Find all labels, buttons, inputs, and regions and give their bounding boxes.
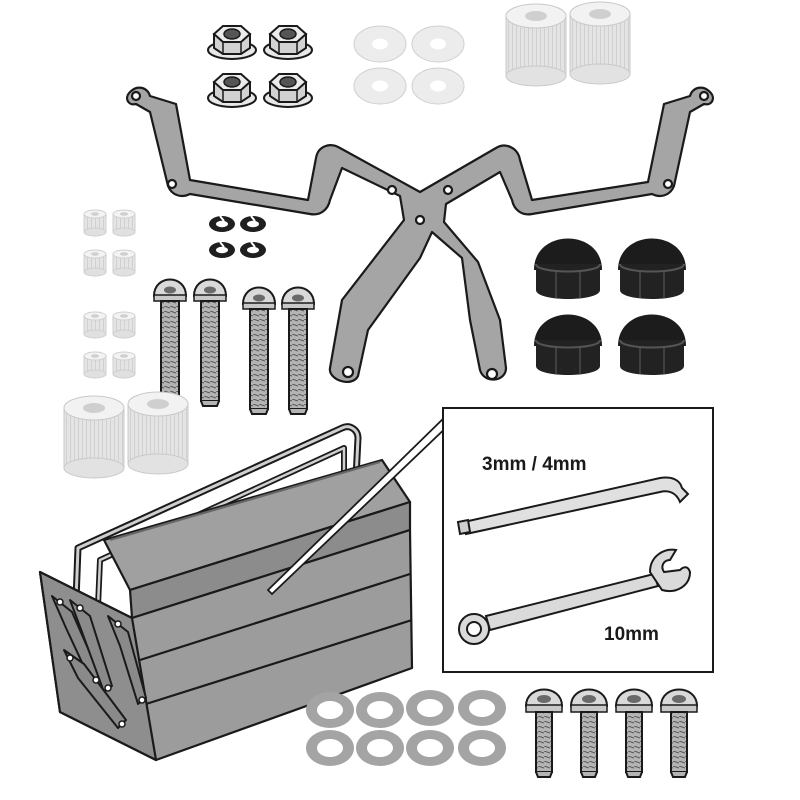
spacer-sleeve-icon xyxy=(83,351,107,379)
rubber-spacer-group-top xyxy=(505,1,631,87)
bracket-icon xyxy=(126,86,714,384)
flat-washer-icon xyxy=(406,690,454,726)
spacer-sleeve-icon xyxy=(112,311,136,339)
bolt-icon xyxy=(193,278,227,407)
cap-nut-icon xyxy=(617,313,687,376)
spring-washer-icon xyxy=(208,215,236,233)
spacer-sleeve-icon xyxy=(83,209,107,237)
hex-key-icon xyxy=(456,476,690,536)
rubber-spacer-icon xyxy=(505,3,567,87)
bolt-icon xyxy=(525,688,563,778)
wrench-size-label: 10mm xyxy=(604,624,659,645)
hex-flange-nut-icon xyxy=(207,73,257,108)
hex-flange-nut-group xyxy=(207,25,313,108)
flat-washer-icon xyxy=(411,67,465,105)
flat-washer-icon xyxy=(458,690,506,726)
hex-key-size-label: 3mm / 4mm xyxy=(482,454,587,475)
long-bolt-group xyxy=(153,278,315,415)
spacer-sleeve-icon xyxy=(112,351,136,379)
bolt-icon xyxy=(660,688,698,778)
hex-flange-nut-icon xyxy=(263,73,313,108)
bolt-icon xyxy=(153,278,187,407)
cap-nut-icon xyxy=(533,313,603,376)
cap-nut-icon xyxy=(533,237,603,300)
flat-washer-icon xyxy=(353,67,407,105)
spacer-sleeve-icon xyxy=(112,249,136,277)
flat-washer-icon xyxy=(353,25,407,63)
flat-washer-icon xyxy=(411,25,465,63)
rubber-spacer-icon xyxy=(569,1,631,85)
spring-washer-group xyxy=(208,215,267,259)
bottom-washer-group xyxy=(306,690,506,766)
cap-nut-group xyxy=(533,237,687,376)
short-bolt-group xyxy=(525,688,698,778)
flat-washer-icon xyxy=(458,730,506,766)
spring-washer-icon xyxy=(208,241,236,259)
spacer-sleeve-icon xyxy=(83,311,107,339)
spacer-sleeve-icon xyxy=(112,209,136,237)
flat-washer-icon xyxy=(356,730,404,766)
rubber-spacer-group-left xyxy=(63,391,189,479)
combination-wrench-icon xyxy=(458,548,692,645)
spring-washer-icon xyxy=(239,215,267,233)
bolt-icon xyxy=(242,286,276,415)
spring-washer-icon xyxy=(239,241,267,259)
flat-washer-icon xyxy=(406,730,454,766)
bolt-icon xyxy=(615,688,653,778)
bolt-icon xyxy=(281,286,315,415)
rubber-spacer-icon xyxy=(127,391,189,475)
spacer-sleeve-icon xyxy=(83,249,107,277)
bolt-icon xyxy=(570,688,608,778)
rubber-spacer-icon xyxy=(63,395,125,479)
cap-nut-icon xyxy=(617,237,687,300)
flat-washer-icon xyxy=(306,730,354,766)
hex-flange-nut-icon xyxy=(263,25,313,60)
toolbox-icon xyxy=(38,423,414,762)
spacer-sleeve-group-upper xyxy=(83,209,136,277)
spacer-sleeve-group-lower xyxy=(83,311,136,379)
flat-washer-icon xyxy=(356,692,404,728)
hex-flange-nut-icon xyxy=(207,25,257,60)
flat-washer-group xyxy=(353,25,465,105)
flat-washer-icon xyxy=(306,692,354,728)
